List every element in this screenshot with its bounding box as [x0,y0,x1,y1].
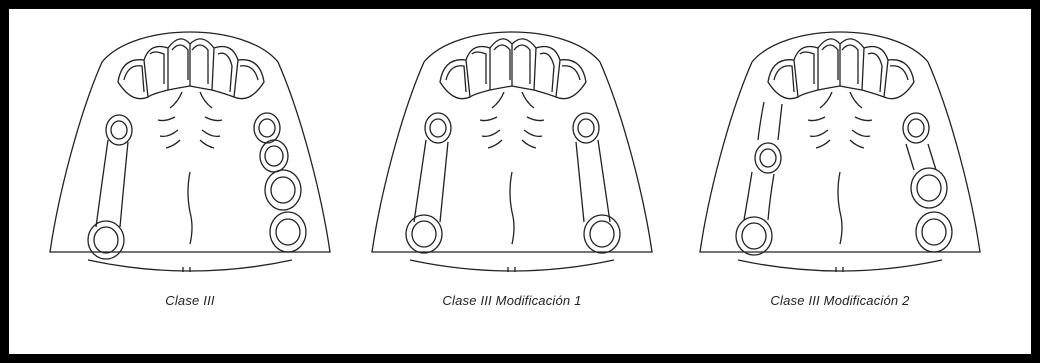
anterior-teeth [118,39,264,99]
arch-diagram-clase-iii [40,22,340,280]
caption-clase-iii-mod-1: Clase III Modificación 1 [362,293,662,308]
palatal-midline [838,172,842,244]
base-line [410,260,614,271]
caption-clase-iii: Clase III [40,293,340,308]
anterior-teeth-inner [124,45,258,92]
palatal-rugae [158,92,222,148]
saddle-right [576,140,610,222]
molar-right-inner [590,221,614,247]
molar-left-inner [742,223,766,249]
molar-left-2-inner [94,227,118,253]
premolar-right-2 [260,140,288,172]
molar-right-1-inner [271,177,295,203]
molar-left-inner [412,221,436,247]
anterior-teeth-inner [446,45,580,92]
premolar-left-inner [430,119,446,137]
premolar-right [903,113,929,143]
saddle-left-posterior [744,172,774,220]
base-line [738,260,942,271]
palatal-rugae [808,92,872,148]
molar-left-1 [106,115,132,145]
molar-left-1-inner [111,121,127,139]
premolar-right-1-inner [259,119,275,137]
saddle-left [96,140,128,227]
caption-clase-iii-mod-2: Clase III Modificación 2 [690,293,990,308]
premolar-left [425,113,451,143]
anterior-teeth [768,39,914,99]
saddle-left [414,140,448,222]
anterior-teeth [440,39,586,99]
arch-diagram-clase-iii-mod-1 [362,22,662,280]
molar-right-2-inner [276,219,300,245]
molar-right-2-inner [922,219,946,245]
molar-right-1-inner [917,175,941,201]
premolar-right-2-inner [265,146,283,166]
premolar-right-inner [908,119,924,137]
palatal-rugae [480,92,544,148]
premolar-right-1 [254,113,280,143]
palatal-midline [188,172,192,244]
arch-diagram-clase-iii-mod-2 [690,22,990,280]
premolar-right [573,113,599,143]
palatal-midline [510,172,514,244]
premolar-left-inner [760,149,776,167]
anterior-teeth-inner [774,45,908,92]
saddle-left-anterior [758,102,782,140]
premolar-right-inner [578,119,594,137]
saddle-right [906,144,936,170]
premolar-left [755,143,781,173]
